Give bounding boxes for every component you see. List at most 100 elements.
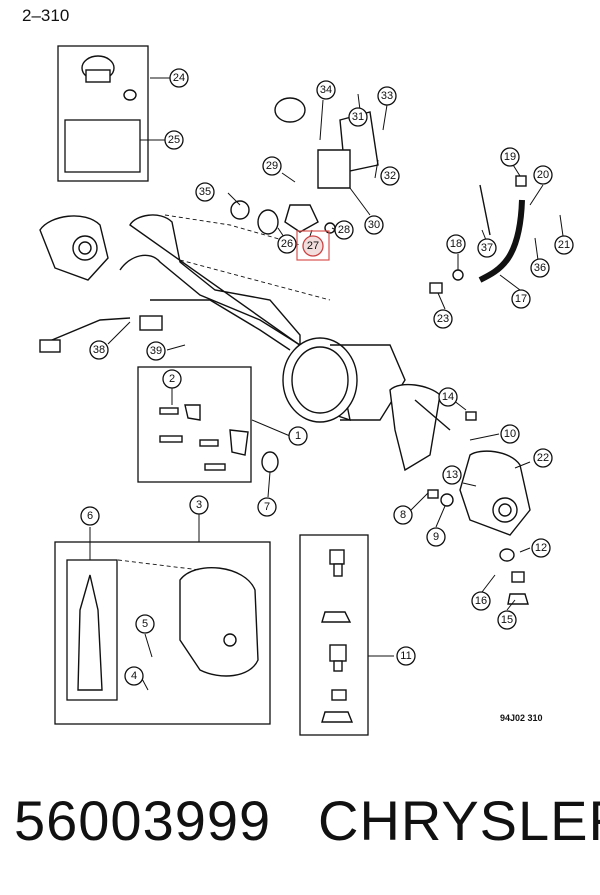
callout-35: 35: [195, 182, 215, 202]
callout-36: 36: [530, 258, 550, 278]
callout-29: 29: [262, 156, 282, 176]
leader-lines: [89, 77, 564, 691]
callout-39: 39: [146, 341, 166, 361]
callout-26: 26: [277, 234, 297, 254]
abs-sensor: [39, 315, 163, 353]
callout-19: 19: [500, 147, 520, 167]
brand-name: CHRYSLER: [318, 789, 600, 852]
svg-text:28: 28: [338, 224, 350, 236]
callout-34: 34: [316, 80, 336, 100]
svg-text:3: 3: [196, 499, 202, 511]
callout-33: 33: [377, 86, 397, 106]
callout-12: 12: [531, 538, 551, 558]
callout-20: 20: [533, 165, 553, 185]
callout-31: 31: [348, 107, 368, 127]
callout-27-highlighted: 27: [296, 230, 330, 261]
callout-24: 24: [169, 68, 189, 88]
callout-13: 13: [442, 465, 462, 485]
svg-text:4: 4: [131, 670, 137, 682]
box-bolts: [137, 366, 252, 483]
callout-28: 28: [334, 220, 354, 240]
svg-text:36: 36: [534, 262, 546, 274]
svg-text:25: 25: [168, 134, 180, 146]
callout-5: 5: [135, 614, 155, 634]
callout-32: 32: [380, 166, 400, 186]
callout-37: 37: [477, 238, 497, 258]
svg-text:31: 31: [352, 111, 364, 123]
svg-text:9: 9: [433, 531, 439, 543]
svg-text:20: 20: [537, 169, 549, 181]
differential-cover: [117, 559, 259, 677]
callout-3: 3: [189, 495, 209, 515]
callout-16: 16: [471, 591, 491, 611]
svg-text:30: 30: [368, 219, 380, 231]
svg-text:12: 12: [535, 542, 547, 554]
svg-text:14: 14: [442, 391, 454, 403]
callout-4: 4: [124, 666, 144, 686]
svg-text:22: 22: [537, 452, 549, 464]
callout-10: 10: [500, 424, 520, 444]
callout-22: 22: [533, 448, 553, 468]
callout-14: 14: [438, 387, 458, 407]
callout-7: 7: [257, 497, 277, 517]
box-ball-joint-kit: [64, 119, 141, 173]
axle-exploded-diagram: 1 2 3 4 5 6 7 8 9 10 11 12 13 14 15 16 1…: [39, 45, 574, 736]
svg-text:32: 32: [384, 170, 396, 182]
callout-6: 6: [80, 506, 100, 526]
box-cover: [54, 541, 271, 725]
ball-joint-set-parts: [321, 549, 354, 723]
vent-hose: [429, 175, 527, 294]
callout-9: 9: [426, 527, 446, 547]
svg-text:38: 38: [93, 344, 105, 356]
ball-joint: [81, 55, 137, 101]
callout-8: 8: [393, 505, 413, 525]
svg-text:29: 29: [266, 160, 278, 172]
box-sealant: [66, 559, 118, 701]
svg-text:24: 24: [173, 72, 185, 84]
sealant-tube: [77, 574, 103, 691]
callout-23: 23: [433, 309, 453, 329]
svg-text:23: 23: [437, 313, 449, 325]
small-parts-right: [261, 411, 529, 605]
svg-text:7: 7: [264, 501, 270, 513]
svg-text:17: 17: [515, 293, 527, 305]
svg-text:34: 34: [320, 84, 332, 96]
page-reference: 2–310: [22, 6, 70, 25]
svg-text:33: 33: [381, 90, 393, 102]
axle-housing: [119, 214, 451, 472]
svg-text:15: 15: [501, 614, 513, 626]
svg-text:2: 2: [169, 373, 175, 385]
svg-text:1: 1: [295, 430, 301, 442]
callout-18: 18: [446, 234, 466, 254]
svg-text:13: 13: [446, 469, 458, 481]
callout-25: 25: [164, 130, 184, 150]
callout-38: 38: [89, 340, 109, 360]
svg-text:21: 21: [558, 239, 570, 251]
callout-11: 11: [396, 646, 416, 666]
svg-text:35: 35: [199, 186, 211, 198]
callout-2: 2: [162, 369, 182, 389]
figure-code: 94J02 310: [500, 713, 543, 723]
bolt-set: [159, 404, 249, 471]
svg-text:6: 6: [87, 510, 93, 522]
left-knuckle: [39, 215, 109, 281]
axle-shaft-parts: [230, 97, 379, 235]
svg-text:37: 37: [481, 242, 493, 254]
box-ball-joint: [57, 45, 149, 182]
callout-17: 17: [511, 289, 531, 309]
svg-text:39: 39: [150, 345, 162, 357]
part-number: 56003999: [14, 789, 272, 852]
svg-text:19: 19: [504, 151, 516, 163]
svg-text:27: 27: [307, 240, 319, 252]
svg-text:26: 26: [281, 238, 293, 250]
callout-21: 21: [554, 235, 574, 255]
right-knuckle: [459, 450, 531, 536]
svg-text:5: 5: [142, 618, 148, 630]
svg-text:10: 10: [504, 428, 516, 440]
callout-30: 30: [364, 215, 384, 235]
svg-text:11: 11: [400, 650, 411, 662]
svg-text:16: 16: [475, 595, 487, 607]
svg-text:18: 18: [450, 238, 462, 250]
svg-text:8: 8: [400, 509, 406, 521]
box-ball-joint-set: [299, 534, 369, 736]
